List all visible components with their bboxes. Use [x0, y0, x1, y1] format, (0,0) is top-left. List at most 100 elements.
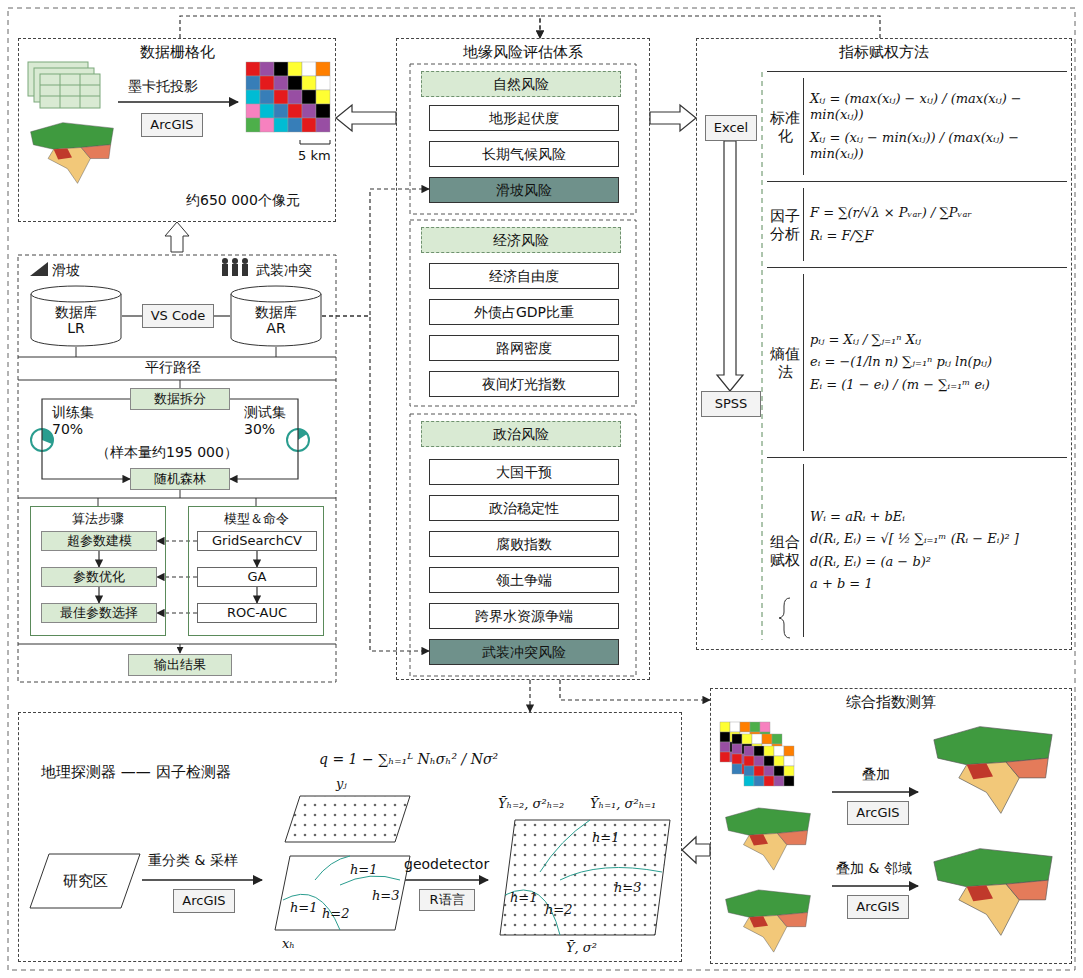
command-box: GA — [197, 567, 317, 587]
dashed-connector — [322, 316, 429, 651]
dashed-connector — [157, 576, 197, 577]
node-text: ArcGIS — [856, 900, 899, 915]
node-text: ArcGIS — [182, 894, 225, 909]
node-text: 腐败指数 — [496, 536, 552, 552]
text-label: h=3 — [614, 880, 642, 896]
tool-box: ArcGIS — [173, 889, 235, 913]
node-text: 随机森林 — [154, 472, 206, 487]
text-label: 滑坡 — [52, 262, 80, 279]
node-text: ArcGIS — [856, 806, 899, 821]
tool-box: SPSS — [701, 391, 761, 417]
tool-box: VS Code — [142, 304, 214, 328]
formula-column: pᵢⱼ = Xᵢⱼ / ∑ⱼ₌₁ⁿ Xᵢⱼ eᵢ = −(1/ln n) ∑ⱼ₌₁… — [803, 274, 1067, 451]
node-text: 自然风险 — [493, 76, 549, 92]
step-box: 参数优化 — [41, 567, 157, 587]
soldier-icon — [222, 258, 248, 276]
formula-text: q = 1 − ∑ₕ₌₁ᴸ Nₕσₕ² / Nσ² — [319, 751, 498, 767]
tool-box: ArcGIS — [141, 113, 203, 137]
node-text: 模型＆命令 — [189, 507, 323, 528]
node-text: ROC-AUC — [227, 606, 287, 621]
connector — [98, 587, 99, 603]
node-text: 数据库 LR — [53, 296, 99, 336]
node-text: ArcGIS — [150, 118, 193, 133]
node-text: 最佳参数选择 — [60, 606, 138, 621]
text-label: （样本量约195 000） — [96, 444, 238, 461]
node-text: 经济风险 — [493, 232, 549, 248]
panel: 指标赋权方法ExcelSPSS标准化Xᵢⱼ = (max(xᵢⱼ) − xᵢⱼ)… — [696, 38, 1072, 650]
text-label: h=2 — [545, 902, 573, 918]
hollow-arrow — [682, 837, 710, 863]
connector — [230, 399, 298, 479]
node-text: 数据栅格化 — [19, 39, 335, 62]
text-label: 测试集 30% — [244, 404, 292, 438]
method-row: 组合赋权Wᵢ = aRᵢ + bEᵢd(Rᵢ, Eᵢ) = √[ ½ ∑ᵢ₌₁ᵐ… — [767, 457, 1067, 643]
process-box: 数据拆分 — [130, 388, 230, 410]
node-text: 领土争端 — [496, 572, 552, 588]
node-text: GA — [248, 570, 267, 585]
formula-text: d(Rᵢ, Eᵢ) = (a − b)² — [810, 554, 1061, 570]
node-text: 政治稳定性 — [489, 500, 559, 516]
formula-text: eᵢ = −(1/ln n) ∑ⱼ₌₁ⁿ pᵢⱼ ln(pᵢⱼ) — [810, 354, 1061, 370]
overlay-arrow — [832, 885, 918, 887]
node-text: 外债占GDP比重 — [474, 304, 574, 320]
text-label: Ȳₕ₌₂, σ²ₕ₌₂ — [498, 796, 564, 812]
indicator-box: 跨界水资源争端 — [429, 603, 619, 629]
result-map — [934, 849, 1052, 936]
method-guide — [762, 72, 763, 640]
formula-text: pᵢⱼ = Xᵢⱼ / ∑ⱼ₌₁ⁿ Xᵢⱼ — [810, 332, 1061, 348]
node-text: 标准化 — [767, 72, 803, 181]
process-lines — [18, 347, 336, 653]
node-text: 跨界水资源争端 — [475, 608, 573, 624]
step-box: 最佳参数选择 — [41, 603, 157, 623]
text-label: h=1 — [592, 830, 620, 846]
indicator-box: 腐败指数 — [429, 531, 619, 557]
node-text: 滑坡风险 — [496, 182, 552, 198]
formula-text: Xᵢⱼ = (xᵢⱼ − min(xᵢⱼ)) / (max(xᵢⱼ) − min… — [810, 130, 1061, 163]
connector — [42, 399, 130, 479]
node-text: 数据拆分 — [154, 392, 206, 407]
formula-text: d(Rᵢ, Eᵢ) = √[ ½ ∑ᵢ₌₁ᵐ (Rᵢ − Eᵢ)² ] — [810, 531, 1061, 547]
node-text: 经济自由度 — [489, 268, 559, 284]
process-panel — [18, 255, 336, 682]
node-text: GridSearchCV — [212, 534, 302, 549]
raster-stack — [720, 722, 794, 786]
dashed-connector — [529, 680, 530, 712]
text-label: 叠加 — [862, 766, 890, 783]
study-area-shape: 研究区 — [29, 853, 141, 909]
node-text: Excel — [714, 121, 748, 136]
indicator-box: 经济自由度 — [429, 263, 619, 289]
node-text: 数据库 AR — [253, 296, 299, 336]
hollow-arrow — [336, 105, 396, 131]
step-box: 超参数建模 — [41, 531, 157, 551]
formula-text: Xᵢⱼ = (max(xᵢⱼ) − xᵢⱼ) / (max(xᵢⱼ) − min… — [810, 91, 1061, 124]
text-label: h=2 — [322, 906, 350, 922]
node-text: 研究区 — [63, 872, 108, 891]
indicator-box: 政治稳定性 — [429, 495, 619, 521]
database-cylinder: 数据库 AR — [230, 285, 322, 347]
method-row: 因子分析F = ∑(r/√λ × Pᵥₐᵣ) / ∑PᵥₐᵣRᵢ = F/∑F — [767, 181, 1067, 267]
tool-box: ArcGIS — [847, 895, 909, 919]
text-label: 约650 000个像元 — [186, 192, 300, 209]
connector — [122, 315, 142, 316]
indicator-box: 大国干预 — [429, 459, 619, 485]
category-box: 经济风险 — [421, 227, 621, 253]
scale-bar — [300, 140, 330, 144]
node-text: R语言 — [429, 893, 464, 908]
text-label: Ȳ, σ² — [566, 940, 597, 956]
connector — [256, 551, 257, 567]
node-text: 熵值法 — [767, 268, 803, 457]
formula-text: Wᵢ = aRᵢ + bEᵢ — [810, 509, 1061, 525]
panel: 地理探测器 —— 因子检测器q = 1 − ∑ₕ₌₁ᴸ Nₕσₕ² / Nσ²研… — [18, 712, 682, 962]
method-row: 标准化Xᵢⱼ = (max(xᵢⱼ) − xᵢⱼ) / (max(xᵢⱼ) − … — [767, 71, 1067, 181]
node-text: 因子分析 — [767, 182, 803, 267]
text-label: h=1 — [510, 890, 538, 906]
panel: 综合指数测算ArcGISArcGIS — [710, 688, 1072, 964]
text-label: Ȳₕ₌₁, σ²ₕ₌₁ — [590, 796, 656, 812]
node-text: 长期气候风险 — [482, 146, 566, 162]
category-box: 政治风险 — [421, 421, 621, 447]
method-row: 熵值法 pᵢⱼ = Xᵢⱼ / ∑ⱼ₌₁ⁿ Xᵢⱼ eᵢ = −(1/ln n) ∑… — [767, 267, 1067, 457]
formula-text: Rᵢ = F/∑F — [810, 228, 1061, 244]
formula-text: Eᵢ = (1 − eᵢ) / (m − ∑ᵢ₌₁ᵐ eᵢ) — [810, 377, 1061, 393]
indicator-box: 路网密度 — [429, 335, 619, 361]
tool-box: ArcGIS — [847, 801, 909, 825]
